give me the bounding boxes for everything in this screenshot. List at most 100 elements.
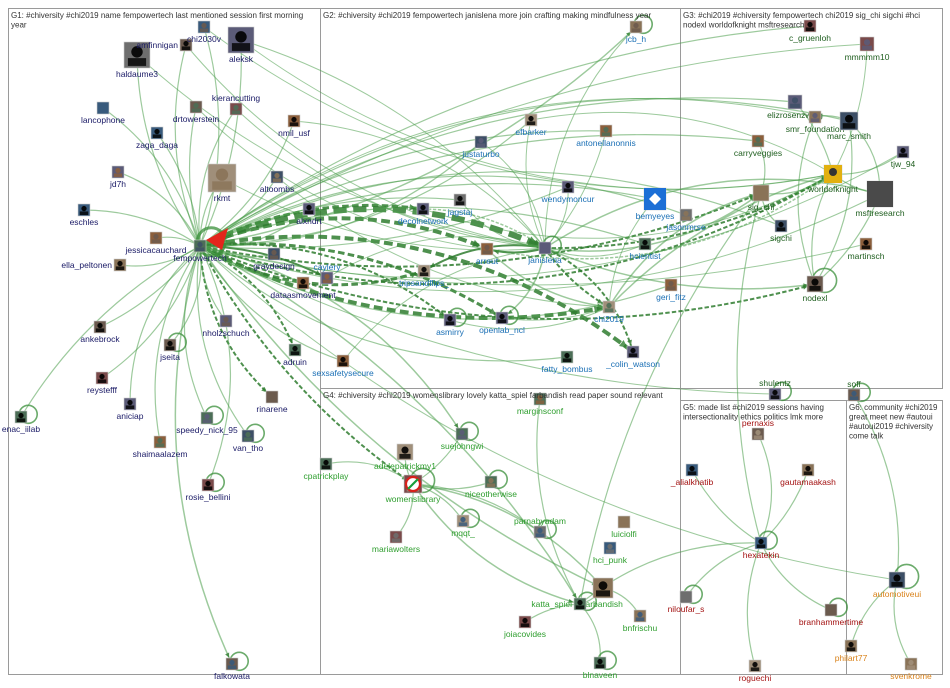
node-worldofknight[interactable]: worldofknight <box>807 164 859 194</box>
node-blnaveen[interactable]: blnaveen <box>583 656 618 680</box>
node-jagstaj[interactable]: jagstaj <box>447 193 473 217</box>
node-speedy_nick_95[interactable]: speedy_nick_95 <box>176 411 238 435</box>
node-efbarker[interactable]: efbarker <box>515 113 547 137</box>
node-suejohngwi[interactable]: suejohngwi <box>441 427 484 451</box>
node-marginsconf[interactable]: marginsconf <box>517 392 564 416</box>
node-hcientist[interactable]: hcientist <box>629 237 661 261</box>
node-kierancutting[interactable]: kierancutting <box>212 93 260 116</box>
node-nholzschuch[interactable]: nholzschuch <box>202 314 250 338</box>
node-asmirry[interactable]: asmirry <box>436 313 465 337</box>
node-_colin_watson[interactable]: _colin_watson <box>605 345 660 369</box>
node-niceotherwise[interactable]: niceotherwise <box>465 475 517 499</box>
node-jd7h[interactable]: jd7h <box>109 165 126 189</box>
node-fatty_bombus[interactable]: fatty_bombus <box>541 350 593 374</box>
node-rinarene[interactable]: rinarene <box>256 390 288 414</box>
edge-arrow-fempowertech-openlab_ncl <box>488 308 497 315</box>
node-nmil_usf[interactable]: nmil_usf <box>278 114 310 138</box>
node-niloufar_s[interactable]: niloufar_s <box>668 590 705 614</box>
node-jessicacauchard[interactable]: jessicacauchard <box>125 231 187 255</box>
node-chi2030v[interactable]: chi2030v <box>187 20 222 44</box>
node-decolnetwork[interactable]: decolnetwork <box>398 202 449 226</box>
node-philart77[interactable]: philart77 <box>835 639 868 663</box>
node-katta_spiel[interactable]: katta_spiel <box>531 597 587 611</box>
node-ella_peltonen[interactable]: ella_peltonen <box>61 258 127 272</box>
node-caylery[interactable]: caylery <box>314 262 342 285</box>
node-automotiveui[interactable]: automotiveui <box>873 571 921 599</box>
node-smr_foundation[interactable]: smr_foundation <box>786 110 845 134</box>
node-label-nholzschuch: nholzschuch <box>202 328 250 338</box>
node-openlab_ncl[interactable]: openlab_ncl <box>479 311 525 335</box>
node-van_tho[interactable]: van_tho <box>233 429 264 453</box>
node-adruin[interactable]: adruin <box>283 343 307 367</box>
node-svenkrome[interactable]: svenkrome <box>890 657 932 681</box>
node-sig_chi[interactable]: sig_chi <box>748 184 775 212</box>
node-ankebrock[interactable]: ankebrock <box>80 320 120 344</box>
node-marc_smith[interactable]: marc_smith <box>827 111 871 141</box>
node-c_gruenloh[interactable]: c_gruenloh <box>789 19 831 43</box>
node-geri_fitz[interactable]: geri_fitz <box>656 278 686 302</box>
node-justaturbo[interactable]: justaturbo <box>461 135 500 159</box>
edge-drtowerstein-fempowertech <box>188 106 201 247</box>
node-jseita[interactable]: jseita <box>159 338 180 362</box>
node-nodexl[interactable]: nodexl <box>802 275 828 303</box>
node-alxndrt[interactable]: alxndrt <box>296 202 322 226</box>
node-graydesign[interactable]: graydesign <box>253 247 295 271</box>
node-wendymoncur[interactable]: wendymoncur <box>541 180 595 204</box>
node-carryveggies[interactable]: carryveggies <box>734 134 782 158</box>
node-hci_punk[interactable]: hci_punk <box>593 541 628 565</box>
node-msftresearch[interactable]: msftresearch <box>855 180 905 218</box>
node-altoombs[interactable]: altoombs <box>260 170 295 194</box>
node-roguechi[interactable]: roguechi <box>739 659 772 683</box>
node-cpatrickplay[interactable]: cpatrickplay <box>304 457 350 481</box>
node-chi2019[interactable]: chi2019 <box>594 300 624 324</box>
node-sexsafetysecure[interactable]: sexsafetysecure <box>312 354 374 378</box>
node-tripsandflips_[interactable]: tripsandflips_ <box>399 264 449 288</box>
node-enac_iilab[interactable]: enac_iilab <box>2 410 41 434</box>
node-janislena[interactable]: janislena <box>527 241 562 265</box>
node-eschles[interactable]: eschles <box>70 203 99 227</box>
node-womenslibrary[interactable]: womenslibrary <box>385 474 442 504</box>
node-arreut[interactable]: arreut <box>476 242 499 266</box>
node-pernaxis[interactable]: pernaxis <box>742 418 774 441</box>
node-soff[interactable]: soff <box>847 379 861 402</box>
node-mmmmm10[interactable]: mmmmm10 <box>845 36 890 62</box>
node-zaga_daga[interactable]: zaga_daga <box>136 126 178 150</box>
node-_alialkhatib[interactable]: _alialkhatib <box>670 463 714 487</box>
node-label-bnfrischu: bnfrischu <box>623 623 658 633</box>
node-mqqt_[interactable]: mqqt_ <box>451 514 475 538</box>
node-rosie_bellini[interactable]: rosie_bellini <box>186 478 231 502</box>
node-antonellanonnis[interactable]: antonellanonnis <box>576 124 636 148</box>
node-fempowertech[interactable]: fempowertech <box>173 239 227 263</box>
node-parnabyadam[interactable]: parnabyadam <box>514 516 566 539</box>
node-adelepatrickmy1[interactable]: adelepatrickmy1 <box>374 443 436 471</box>
node-shaimaalazem[interactable]: shaimaalazem <box>133 435 188 459</box>
node-farbandish[interactable]: farbandish <box>583 577 623 609</box>
node-bnfrischu[interactable]: bnfrischu <box>623 609 658 633</box>
node-martinsch[interactable]: martinsch <box>848 237 885 261</box>
node-gautamaakash[interactable]: gautamaakash <box>780 463 836 487</box>
node-aleksk[interactable]: aleksk <box>227 26 255 64</box>
node-avatar-face-sigchi <box>778 221 784 228</box>
node-sigchi[interactable]: sigchi <box>770 219 792 243</box>
node-jasonmrse[interactable]: jasonmrse <box>665 208 706 232</box>
node-amfinnigan[interactable]: amfinnigan <box>136 38 193 52</box>
node-haldaume3[interactable]: haldaume3 <box>116 41 158 79</box>
node-tjw_94[interactable]: tjw_94 <box>891 145 916 169</box>
node-dataasmovement[interactable]: dataasmovement <box>270 276 336 300</box>
node-mariawolters[interactable]: mariawolters <box>372 530 420 554</box>
node-drtowerstein[interactable]: drtowerstein <box>173 100 220 124</box>
node-rkmt[interactable]: rkmt <box>207 163 237 203</box>
node-joiacovides[interactable]: joiacovides <box>503 615 546 639</box>
node-reystefff[interactable]: reystefff <box>87 371 118 395</box>
node-branhammertime[interactable]: branhammertime <box>799 603 864 627</box>
node-elizrosenzweig[interactable]: elizrosenzweig <box>767 94 823 120</box>
node-hexatekin[interactable]: hexatekin <box>743 536 780 560</box>
node-lancophone[interactable]: lancophone <box>81 101 125 125</box>
node-falkowata[interactable]: falkowata <box>214 657 250 681</box>
node-jcb_h[interactable]: jcb_h <box>625 20 647 44</box>
node-shulentz[interactable]: shulentz <box>759 378 791 401</box>
node-bemyeyes[interactable]: bemyeyes <box>636 187 675 221</box>
node-luiciolfi[interactable]: luiciolfi <box>611 515 637 539</box>
node-avatar-face-openlab_ncl <box>499 313 505 320</box>
node-aniciap[interactable]: aniciap <box>117 397 144 421</box>
